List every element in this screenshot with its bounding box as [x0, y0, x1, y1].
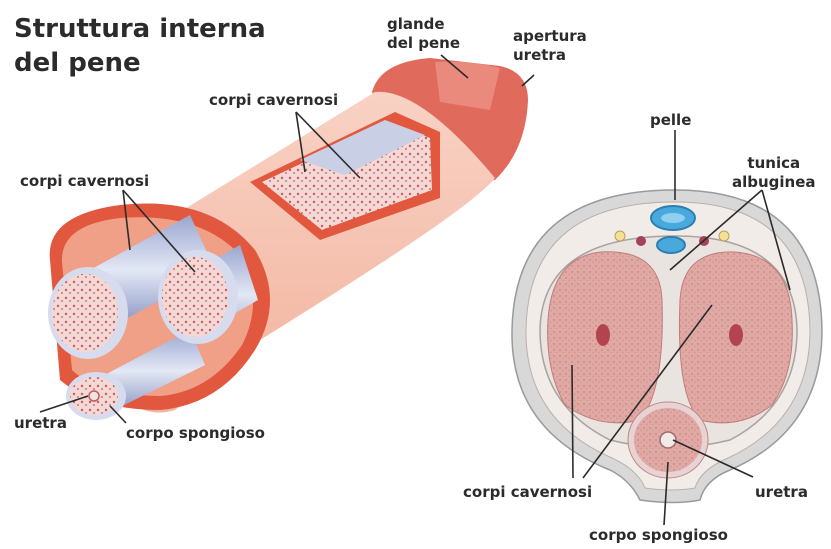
- label-uretra-left: uretra: [14, 414, 67, 433]
- corpus-cavernosum-end-2: [162, 257, 228, 337]
- label-corpo-spongioso-left: corpo spongioso: [126, 424, 265, 443]
- label-glande-line-2: del pene: [387, 34, 460, 53]
- label-tunica-line-2: albuginea: [732, 173, 816, 192]
- urethra-opening: [89, 391, 99, 401]
- label-glande: glande del pene: [387, 15, 460, 53]
- label-corpi-cavernosi-top: corpi cavernosi: [209, 91, 338, 110]
- longitudinal-section: [48, 58, 528, 420]
- label-pelle: pelle: [650, 111, 691, 130]
- label-apertura-uretra: apertura uretra: [513, 27, 587, 65]
- label-glande-line-1: glande: [387, 15, 460, 34]
- label-uretra-right: uretra: [755, 483, 808, 502]
- label-corpo-spongioso-right: corpo spongioso: [589, 526, 728, 545]
- label-apertura-line-2: uretra: [513, 46, 587, 65]
- label-apertura-line-1: apertura: [513, 27, 587, 46]
- label-tunica-albuginea: tunica albuginea: [732, 154, 816, 192]
- label-corpi-cavernosi-right: corpi cavernosi: [463, 483, 592, 502]
- corpus-cavernosum-end-1: [52, 274, 118, 352]
- label-tunica-line-1: tunica: [732, 154, 816, 173]
- label-corpi-cavernosi-left: corpi cavernosi: [20, 172, 149, 191]
